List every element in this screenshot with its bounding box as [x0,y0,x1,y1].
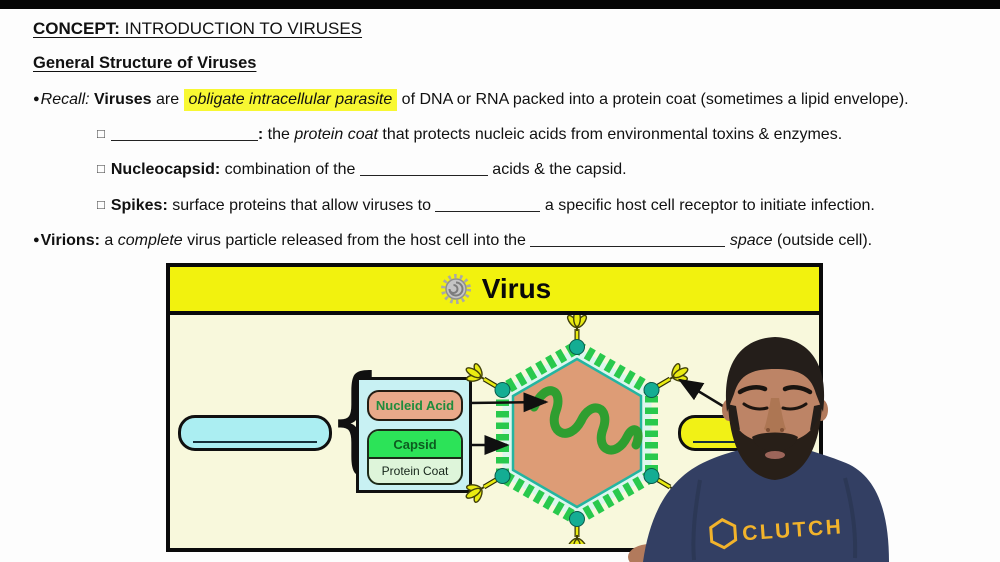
bullet-icon: ● [33,234,40,246]
fill-in-blank [359,162,488,176]
page-title: CONCEPT: INTRODUCTION TO VIRUSES [33,19,996,39]
fill-in-blank [530,233,726,247]
checkbox-icon: □ [97,126,105,141]
instructor-beard [728,404,822,480]
instructor-eye [781,402,808,411]
instructor-eyebrow [737,385,768,395]
nucleic-acid-squiggle [529,386,643,455]
section-subtitle: General Structure of Viruses [33,54,257,72]
bullet-recall: ●Recall: Viruses are obligate intracellu… [33,89,996,111]
sub-bullet-capsid: □: the protein coat that protects nuclei… [97,126,843,143]
virus-icon [440,274,471,304]
protein-coat-label: Protein Coat [381,464,449,478]
fill-in-blank [110,127,258,141]
instructor-hair [725,337,825,412]
legend-box: Nucleid Acid Capsid Protein Coat [356,377,472,493]
fill-in-blank [435,198,541,212]
concept-title: INTRODUCTION TO VIRUSES [119,19,363,38]
diagram-header: Virus [170,267,819,315]
instructor-nose [764,398,786,433]
sub-bullet-spikes: □Spikes: surface proteins that allow vir… [97,197,875,214]
bullet-icon: ● [33,93,40,105]
sub-bullet-nucleocapsid: □Nucleocapsid: combination of the acids … [97,161,627,178]
instructor-mustache [752,432,798,451]
bullet-virions: ●Virions: a complete virus particle rele… [33,232,873,249]
checkbox-icon: □ [97,197,105,212]
instructor-eye [742,402,769,411]
instructor-eyebrow [782,385,813,395]
instructor-torso [643,446,889,562]
instructor-mouth [765,451,785,459]
checkbox-icon: □ [97,161,105,176]
virus-diagram: Virus [166,263,823,552]
vertex-knobs [494,339,660,527]
nucleic-acid-label: Nucleid Acid [367,390,463,421]
diagram-title: Virus [481,273,552,304]
diagram-body: { Nucleid Acid Capsid Protein Coat [170,315,819,544]
hexagon-logo-icon [709,518,738,550]
concept-label: CONCEPT: [33,19,120,38]
virus-illustration [459,315,737,544]
arrow-nucleic-acid [468,392,549,413]
capsid-protein-coat-label: Capsid Protein Coat [367,429,463,485]
capsid-label: Capsid [369,431,461,459]
instructor-webcam-overlay: CLUTCH [628,337,889,562]
video-letterbox-bar [0,0,1000,9]
write-in-line [193,441,317,443]
blank-label-left [178,415,332,451]
highlighted-phrase: obligate intracellular parasite [183,89,398,111]
